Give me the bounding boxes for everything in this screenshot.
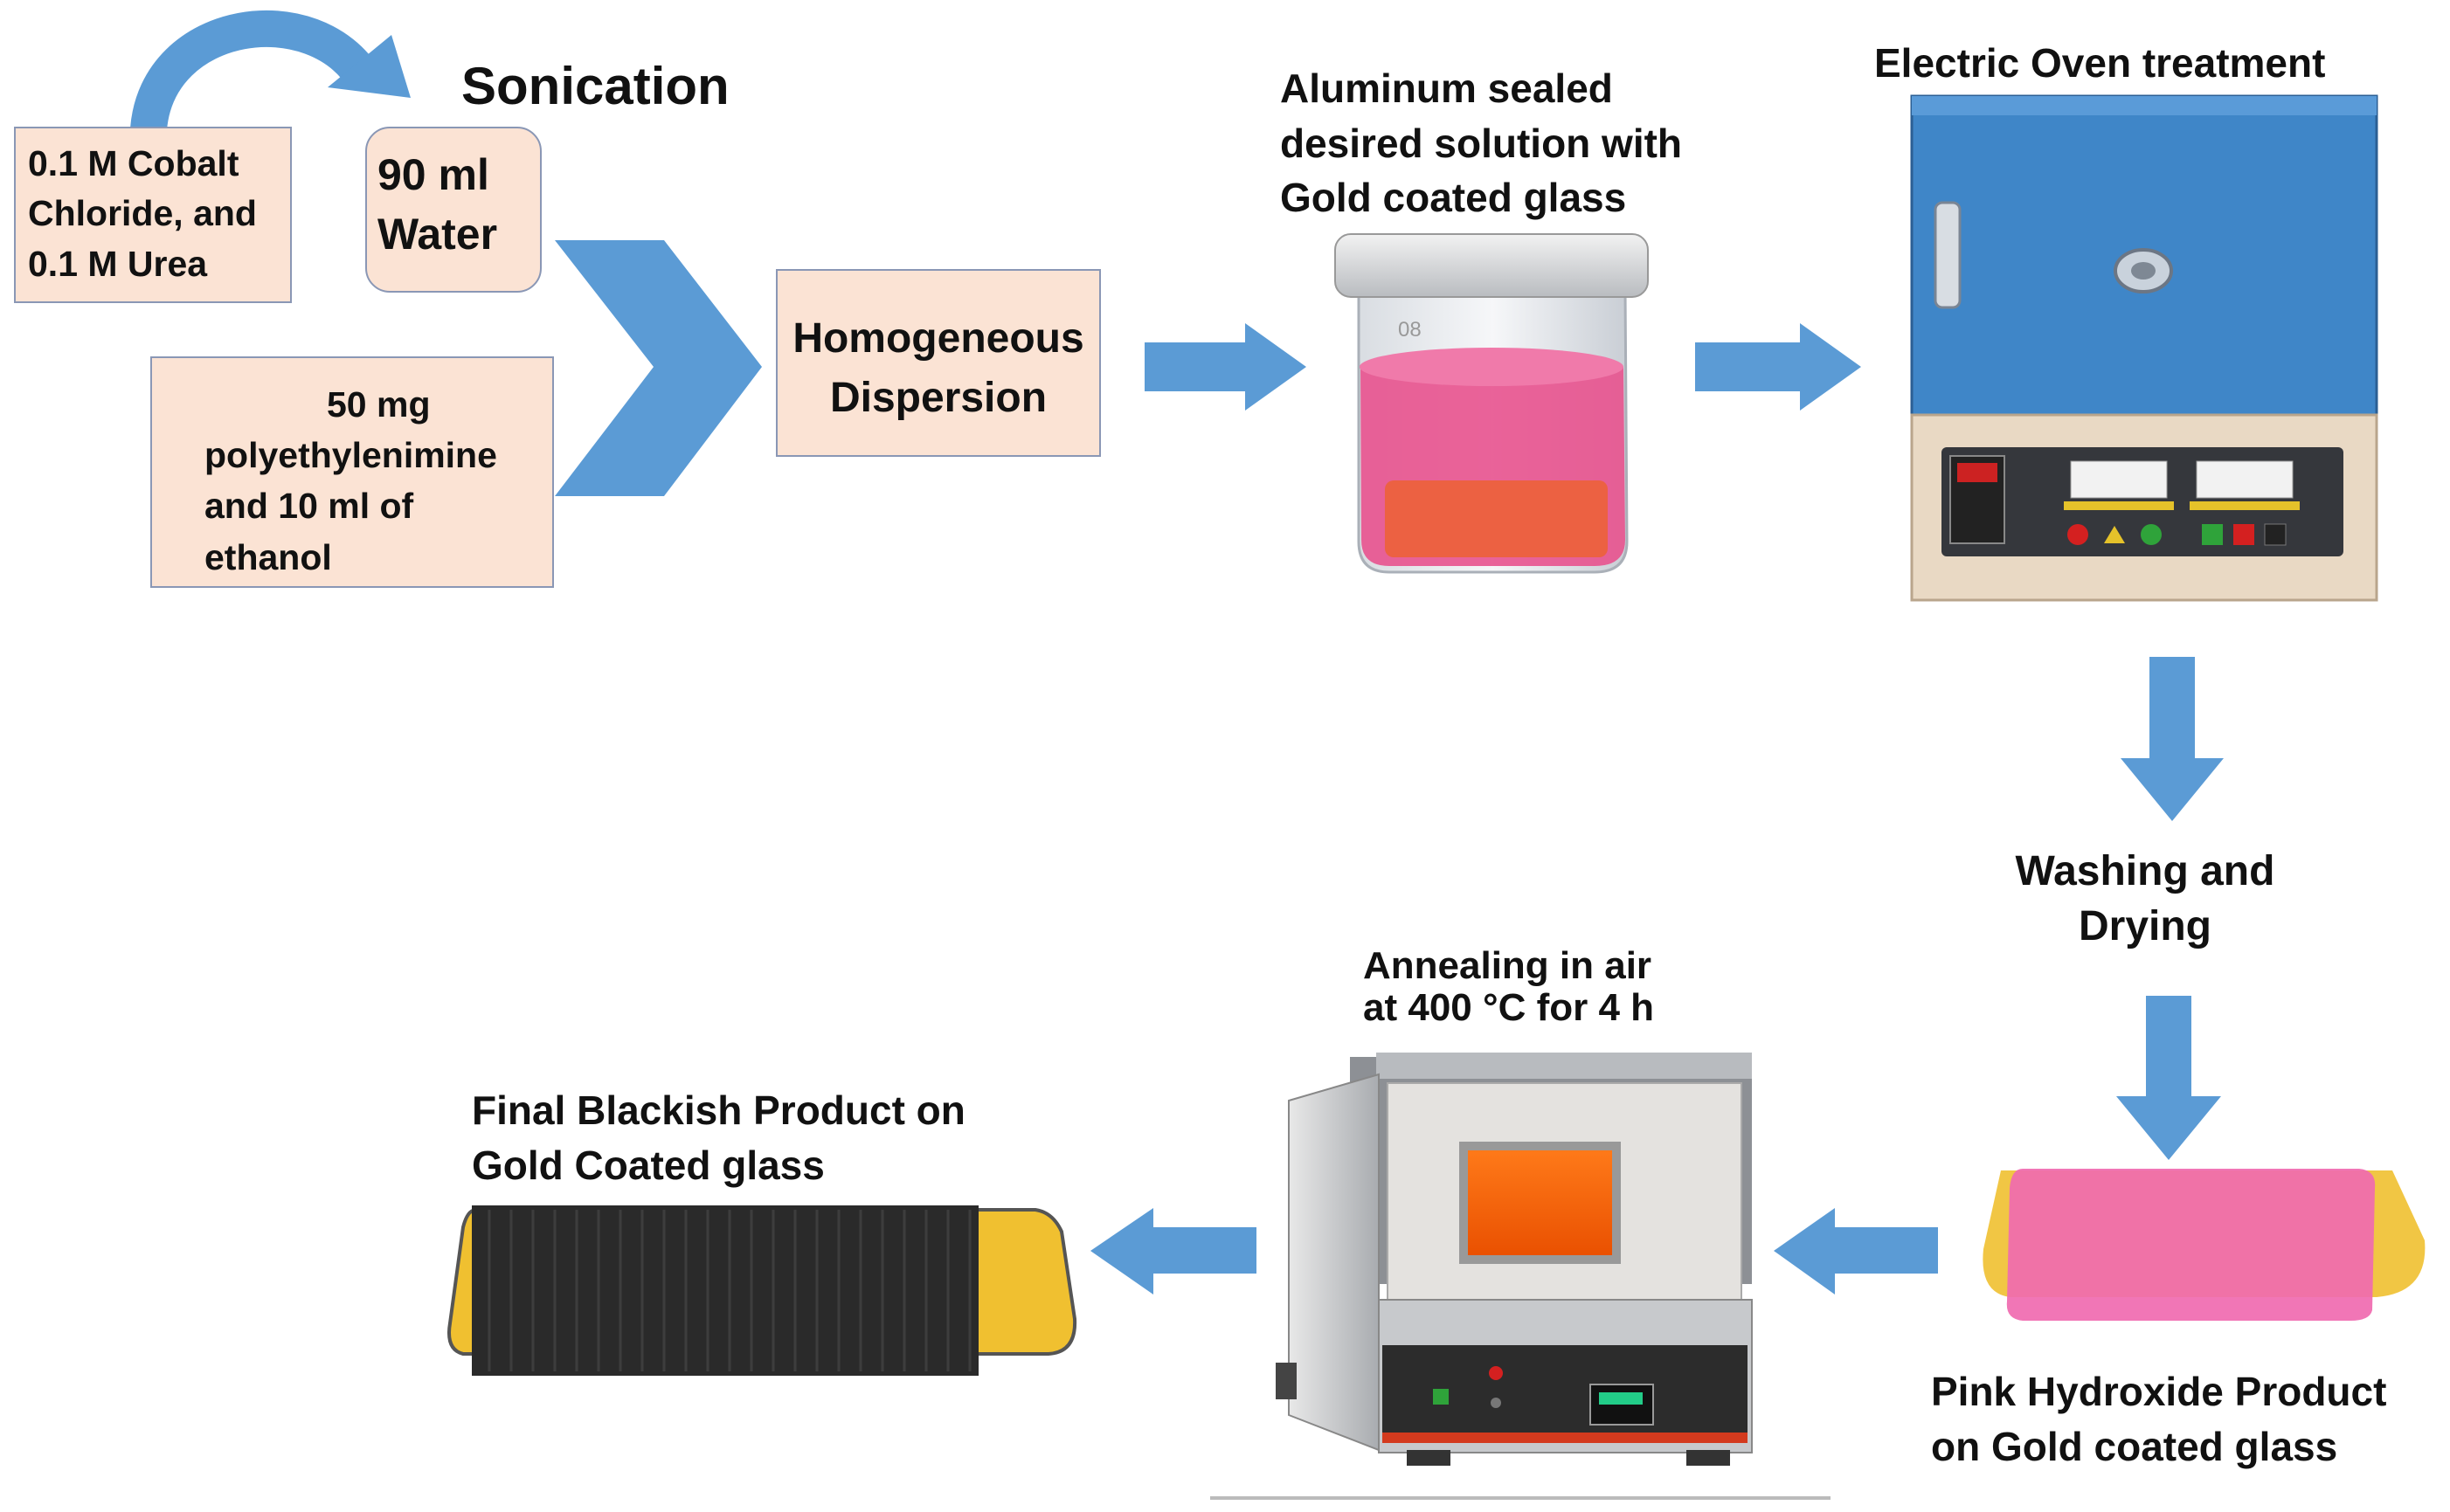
pei-ethanol-box: 50 mg polyethylenimine and 10 ml of etha… xyxy=(150,356,554,588)
annealing-line-1: Annealing in air xyxy=(1363,944,1652,987)
washing-label: Washing and Drying xyxy=(2001,844,2289,955)
final-line-2: Gold Coated glass xyxy=(472,1142,825,1188)
merge-chevron-arrow xyxy=(555,240,762,496)
black-film xyxy=(472,1205,979,1376)
pink-product-label: Pink Hydroxide Product on Gold coated gl… xyxy=(1931,1364,2386,1474)
cobalt-line-1: 0.1 M Cobalt xyxy=(28,143,239,183)
final-product-label: Final Blackish Product on Gold Coated gl… xyxy=(472,1083,965,1192)
cobalt-urea-box: 0.1 M Cobalt Chloride, and 0.1 M Urea xyxy=(14,127,292,303)
pink-film xyxy=(2006,1169,2376,1321)
sealed-line-1: Aluminum sealed xyxy=(1280,66,1613,111)
furnace-chamber xyxy=(1459,1142,1621,1264)
dispersion-line-2: Dispersion xyxy=(829,375,1048,422)
sonication-curve-arrow xyxy=(130,10,382,132)
sealed-line-2: desired solution with xyxy=(1280,120,1683,166)
sonication-arrowhead xyxy=(328,35,411,98)
dispersion-line-1: Homogeneous xyxy=(792,315,1084,362)
water-line-1: 90 ml xyxy=(377,150,489,199)
arrow-to-beaker xyxy=(1145,323,1306,411)
pink-product-icon xyxy=(1983,1169,2426,1321)
sealed-solution-label: Aluminum sealed desired solution with Go… xyxy=(1280,61,1682,225)
oven-handle xyxy=(1934,201,1962,309)
arrow-to-annealing xyxy=(1774,1208,1938,1295)
oven-label: Electric Oven treatment xyxy=(1874,40,2326,86)
final-product-icon xyxy=(447,1205,1077,1376)
pei-line-3: and 10 ml of xyxy=(204,486,414,527)
diagram-title: Sonication xyxy=(461,57,730,115)
muffle-furnace-icon xyxy=(1276,1053,1753,1466)
pei-line-4: ethanol xyxy=(204,536,332,577)
washing-line-2: Drying xyxy=(2078,903,2211,950)
electric-oven-icon xyxy=(1910,94,2378,602)
svg-text:08: 08 xyxy=(1398,318,1422,342)
pei-line-2: polyethylenimine xyxy=(204,435,497,476)
water-line-2: Water xyxy=(377,209,498,259)
arrow-to-oven xyxy=(1695,323,1861,411)
cobalt-line-2: Chloride, and xyxy=(28,193,257,234)
cobalt-line-3: 0.1 M Urea xyxy=(28,243,208,284)
washing-line-1: Washing and xyxy=(2015,848,2275,894)
arrow-to-washing xyxy=(2121,657,2224,821)
pink-line-2: on Gold coated glass xyxy=(1931,1423,2338,1469)
arrow-to-pink-product xyxy=(2116,996,2221,1160)
sealed-line-3: Gold coated glass xyxy=(1280,175,1627,221)
water-box: 90 ml Water xyxy=(365,127,542,293)
gold-glass-in-beaker xyxy=(1385,480,1608,557)
dispersion-box: Homogeneous Dispersion xyxy=(776,269,1101,457)
beaker-icon: 08 xyxy=(1334,233,1649,574)
arrow-to-final-product xyxy=(1090,1208,1256,1295)
final-line-1: Final Blackish Product on xyxy=(472,1087,965,1133)
pink-line-1: Pink Hydroxide Product xyxy=(1931,1369,2387,1414)
annealing-label: Annealing in air at 400 °C for 4 h xyxy=(1363,944,1655,1030)
pei-line-1: 50 mg xyxy=(327,384,431,425)
annealing-line-2: at 400 °C for 4 h xyxy=(1363,986,1655,1030)
